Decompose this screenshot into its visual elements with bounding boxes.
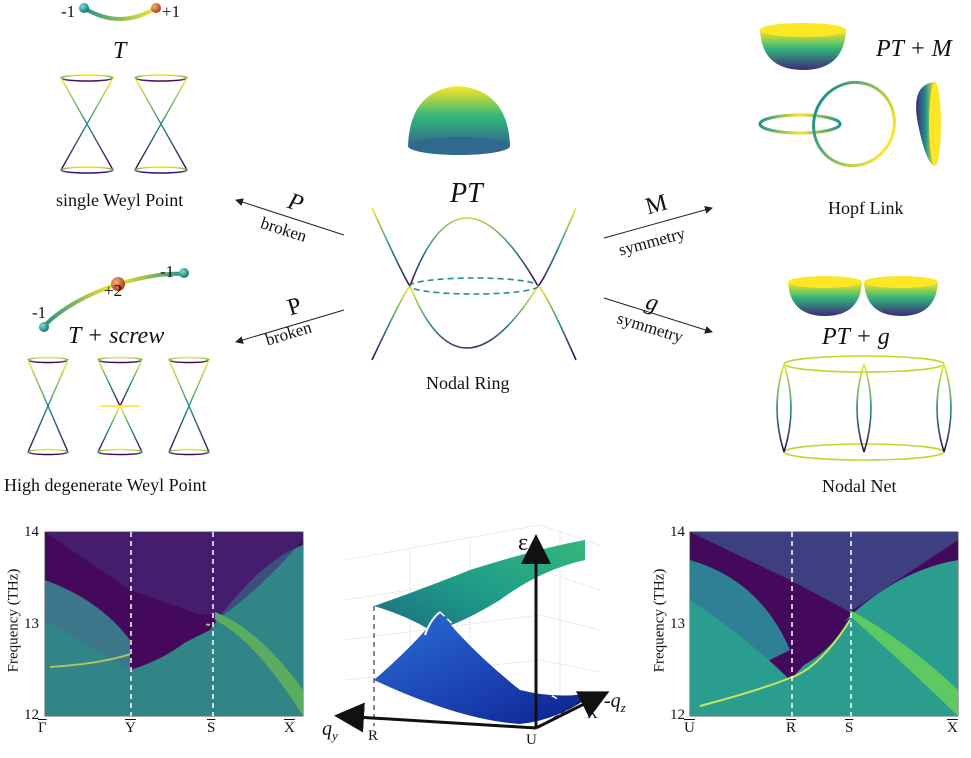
hd-cone-3: [168, 356, 210, 456]
weyl-curve: [79, 3, 161, 21]
nodal-ring-bands: [371, 207, 577, 361]
right-xtick-s: S: [845, 720, 854, 736]
point-u-label: U: [526, 732, 537, 748]
weyl-cone-right: [134, 74, 188, 174]
hopf-side-dome: [916, 82, 941, 166]
pt-g-label: PT + g: [822, 324, 890, 350]
axis-qz-label: -qz: [604, 690, 626, 716]
symmetry-t-screw-label: T + screw: [68, 323, 165, 349]
axis-epsilon-label: ε: [518, 530, 529, 556]
single-weyl-caption: single Weyl Point: [56, 190, 184, 210]
right-ytick-12: 12: [670, 707, 685, 723]
right-band-plot: [689, 531, 959, 717]
axis-qy-q: q: [322, 718, 332, 740]
nodal-dome: [408, 86, 510, 155]
hd-cone-1: [27, 356, 69, 456]
weyl-cone-left: [60, 74, 114, 174]
left-band-plot: [44, 531, 304, 717]
nodal-net: [776, 355, 952, 461]
point-x-label: X: [587, 706, 598, 722]
right-xtick-u: U: [684, 720, 695, 736]
nodal-net-caption: Nodal Net: [822, 476, 897, 496]
left-xtick-x: X: [284, 720, 295, 736]
hopf-rings: [758, 80, 896, 168]
left-xtick-s: S: [207, 720, 216, 736]
charge-label-hd-right: -1: [160, 262, 175, 281]
left-xtick-gamma: Γ: [38, 720, 47, 736]
right-xtick-x: X: [947, 720, 958, 736]
right-ytick-14: 14: [670, 524, 685, 540]
axis-qy-label: qy: [322, 718, 338, 744]
axis-qz-sub: z: [620, 700, 626, 715]
hopf-link-caption: Hopf Link: [828, 198, 904, 218]
charge-label-left: -1: [61, 2, 76, 21]
symmetry-t-label: T: [113, 38, 127, 64]
right-xtick-r: R: [786, 720, 797, 736]
charge-label-hd-mid: +2: [104, 281, 123, 300]
axis-qy-sub: y: [332, 728, 338, 743]
transition-arrows: [235, 198, 713, 344]
left-ytick-12: 12: [24, 707, 39, 723]
pt-m-label: PT + M: [876, 36, 952, 62]
left-xtick-y: Y: [125, 720, 136, 736]
pt-title: PT: [450, 178, 483, 209]
left-ytick-14: 14: [24, 524, 39, 540]
left-ytick-13: 13: [24, 616, 39, 632]
point-r-label: R: [368, 728, 379, 744]
charge-label-right: +1: [162, 2, 181, 21]
screw-curve: [39, 268, 189, 332]
left-plot-ylabel: Frequency (THz): [5, 568, 22, 673]
net-bowls: [788, 276, 938, 316]
hopf-bowl: [760, 23, 846, 70]
nodal-ring-caption: Nodal Ring: [426, 373, 510, 393]
surface-plot: [334, 524, 610, 733]
high-degenerate-caption: High degenerate Weyl Point: [4, 475, 207, 495]
charge-label-hd-left: -1: [32, 303, 47, 322]
right-ytick-13: 13: [670, 616, 685, 632]
axis-qz-q: -q: [604, 690, 621, 712]
right-plot-ylabel: Frequency (THz): [651, 568, 668, 673]
hd-cone-2: [97, 356, 143, 456]
